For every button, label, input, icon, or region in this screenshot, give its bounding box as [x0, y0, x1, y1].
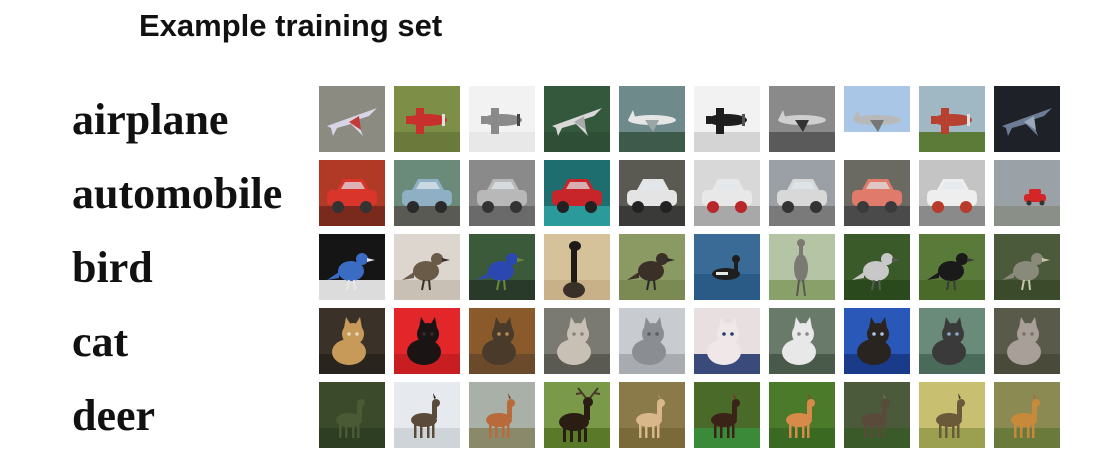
class-label-cat: cat	[72, 317, 129, 366]
thumbnail-cat-4	[544, 308, 610, 374]
slide-title: Example training set	[139, 8, 443, 43]
thumbnail-deer-6	[694, 382, 760, 448]
thumbnail-airplane-2	[394, 86, 460, 152]
thumbnail-deer-1	[319, 382, 385, 448]
class-labels: airplane automobile bird cat deer	[72, 86, 312, 456]
thumbnail-deer-10	[994, 382, 1060, 448]
thumbnail-deer-9	[919, 382, 985, 448]
thumbnail-deer-5	[619, 382, 685, 448]
thumbnail-deer-4	[544, 382, 610, 448]
class-label-bird: bird	[72, 243, 153, 292]
thumbnail-bird-1	[319, 234, 385, 300]
thumbnail-bird-2	[394, 234, 460, 300]
thumbnail-automobile-3	[469, 160, 535, 226]
thumbnail-deer-7	[769, 382, 835, 448]
thumbnail-bird-4	[544, 234, 610, 300]
class-label-airplane: airplane	[72, 95, 229, 144]
thumbnail-bird-3	[469, 234, 535, 300]
image-grid	[319, 86, 1064, 456]
thumbnail-automobile-7	[769, 160, 835, 226]
thumbnail-airplane-1	[319, 86, 385, 152]
thumbnail-cat-3	[469, 308, 535, 374]
thumbnail-cat-9	[919, 308, 985, 374]
thumbnail-cat-2	[394, 308, 460, 374]
thumbnail-bird-9	[919, 234, 985, 300]
thumbnail-cat-10	[994, 308, 1060, 374]
thumbnail-cat-7	[769, 308, 835, 374]
thumbnail-deer-3	[469, 382, 535, 448]
thumbnail-bird-7	[769, 234, 835, 300]
thumbnail-deer-8	[844, 382, 910, 448]
thumbnail-cat-1	[319, 308, 385, 374]
thumbnail-cat-5	[619, 308, 685, 374]
thumbnail-bird-8	[844, 234, 910, 300]
thumbnail-automobile-9	[919, 160, 985, 226]
thumbnail-airplane-6	[694, 86, 760, 152]
thumbnail-deer-2	[394, 382, 460, 448]
thumbnail-cat-6	[694, 308, 760, 374]
class-label-deer: deer	[72, 391, 156, 440]
thumbnail-bird-6	[694, 234, 760, 300]
class-label-automobile: automobile	[72, 169, 283, 218]
thumbnail-airplane-8	[844, 86, 910, 152]
thumbnail-automobile-5	[619, 160, 685, 226]
thumbnail-automobile-6	[694, 160, 760, 226]
thumbnail-airplane-7	[769, 86, 835, 152]
thumbnail-bird-5	[619, 234, 685, 300]
thumbnail-automobile-1	[319, 160, 385, 226]
thumbnail-airplane-10	[994, 86, 1060, 152]
thumbnail-automobile-10	[994, 160, 1060, 226]
thumbnail-airplane-9	[919, 86, 985, 152]
thumbnail-automobile-8	[844, 160, 910, 226]
thumbnail-automobile-2	[394, 160, 460, 226]
thumbnail-airplane-4	[544, 86, 610, 152]
thumbnail-cat-8	[844, 308, 910, 374]
thumbnail-automobile-4	[544, 160, 610, 226]
thumbnail-airplane-5	[619, 86, 685, 152]
thumbnail-airplane-3	[469, 86, 535, 152]
thumbnail-bird-10	[994, 234, 1060, 300]
